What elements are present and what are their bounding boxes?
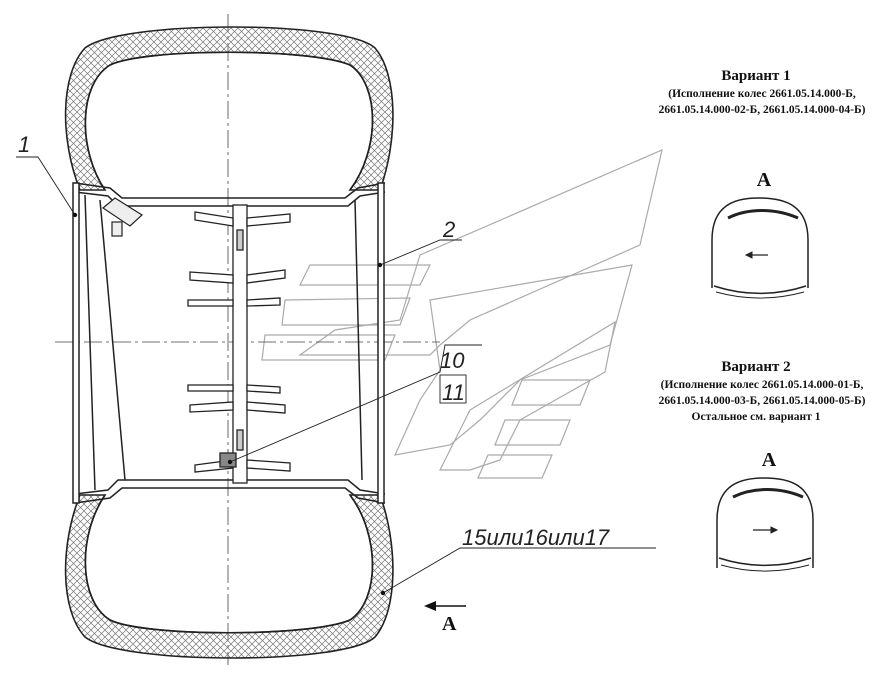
callout-1: 1 — [18, 132, 30, 157]
watermark-logo — [261, 148, 663, 479]
callout-11: 11 — [442, 380, 465, 405]
callout-2: 2 — [442, 217, 455, 242]
view-arrow: А — [424, 601, 466, 635]
variant2-view-label: А — [762, 449, 777, 471]
variant2-line2: 2661.05.14.000-03-Б, 2661.05.14.000-05-Б… — [659, 395, 866, 407]
variant2-title: Вариант 2 — [721, 359, 790, 375]
callout-10: 10 — [440, 348, 465, 373]
arrow-left-icon — [744, 251, 753, 259]
variant2-line3: Остальное см. вариант 1 — [692, 411, 821, 423]
arrow-right-icon — [770, 526, 779, 534]
wheel-disc — [187, 204, 291, 484]
variant1-line1: (Исполнение колес 2661.05.14.000-Б, — [668, 88, 856, 100]
variant1-view-label: А — [757, 169, 772, 191]
variant1-title: Вариант 1 — [721, 68, 790, 84]
leader-lines — [16, 156, 656, 594]
variant1-line2: 2661.05.14.000-02-Б, 2661.05.14.000-04-Б… — [659, 104, 866, 116]
center-lines — [55, 14, 440, 665]
callout-15-16-17: 15или16или17 — [462, 525, 610, 550]
view-arrow-label: А — [442, 613, 457, 635]
variant2-line1: (Исполнение колес 2661.05.14.000-01-Б, — [661, 379, 864, 391]
variant1-view-a — [711, 197, 809, 299]
tire-upper — [64, 26, 394, 191]
variant2-view-a — [716, 477, 814, 572]
leader-dots — [72, 212, 386, 596]
tire-lower — [64, 494, 394, 659]
valve — [101, 197, 143, 237]
